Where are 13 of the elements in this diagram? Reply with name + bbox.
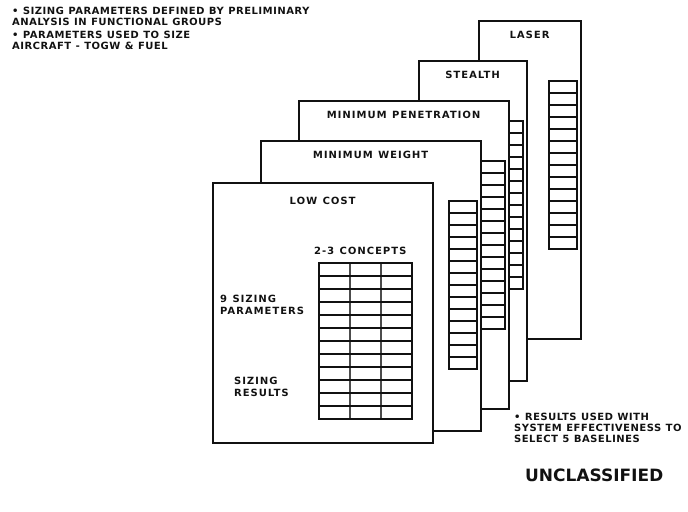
column-heading: 2-3 CONCEPTS <box>314 246 408 258</box>
note-text: • RESULTS USED WITH SYSTEM EFFECTIVENESS TO SELECT 5 BASELINES <box>514 412 683 445</box>
sheet-title: LASER <box>508 30 552 42</box>
note-text: • PARAMETERS USED TO SIZE AIRCRAFT - TOGW & FUEL <box>12 30 192 52</box>
classification-marking: UNCLASSIFIED <box>525 466 664 486</box>
row-heading: SIZING RESULTS <box>234 376 291 400</box>
sheet-title: STEALTH <box>444 70 502 82</box>
sheet-card <box>212 182 434 444</box>
note-text: • SIZING PARAMETERS DEFINED BY PRELIMINARY ANALYSIS IN FUNCTIONAL GROUPS <box>12 6 311 28</box>
sheet-title: MINIMUM PENETRATION <box>326 110 482 122</box>
row-heading: 9 SIZING PARAMETERS <box>220 294 306 318</box>
sheet-title: LOW COST <box>288 196 358 208</box>
sheet-title: MINIMUM WEIGHT <box>312 150 430 162</box>
